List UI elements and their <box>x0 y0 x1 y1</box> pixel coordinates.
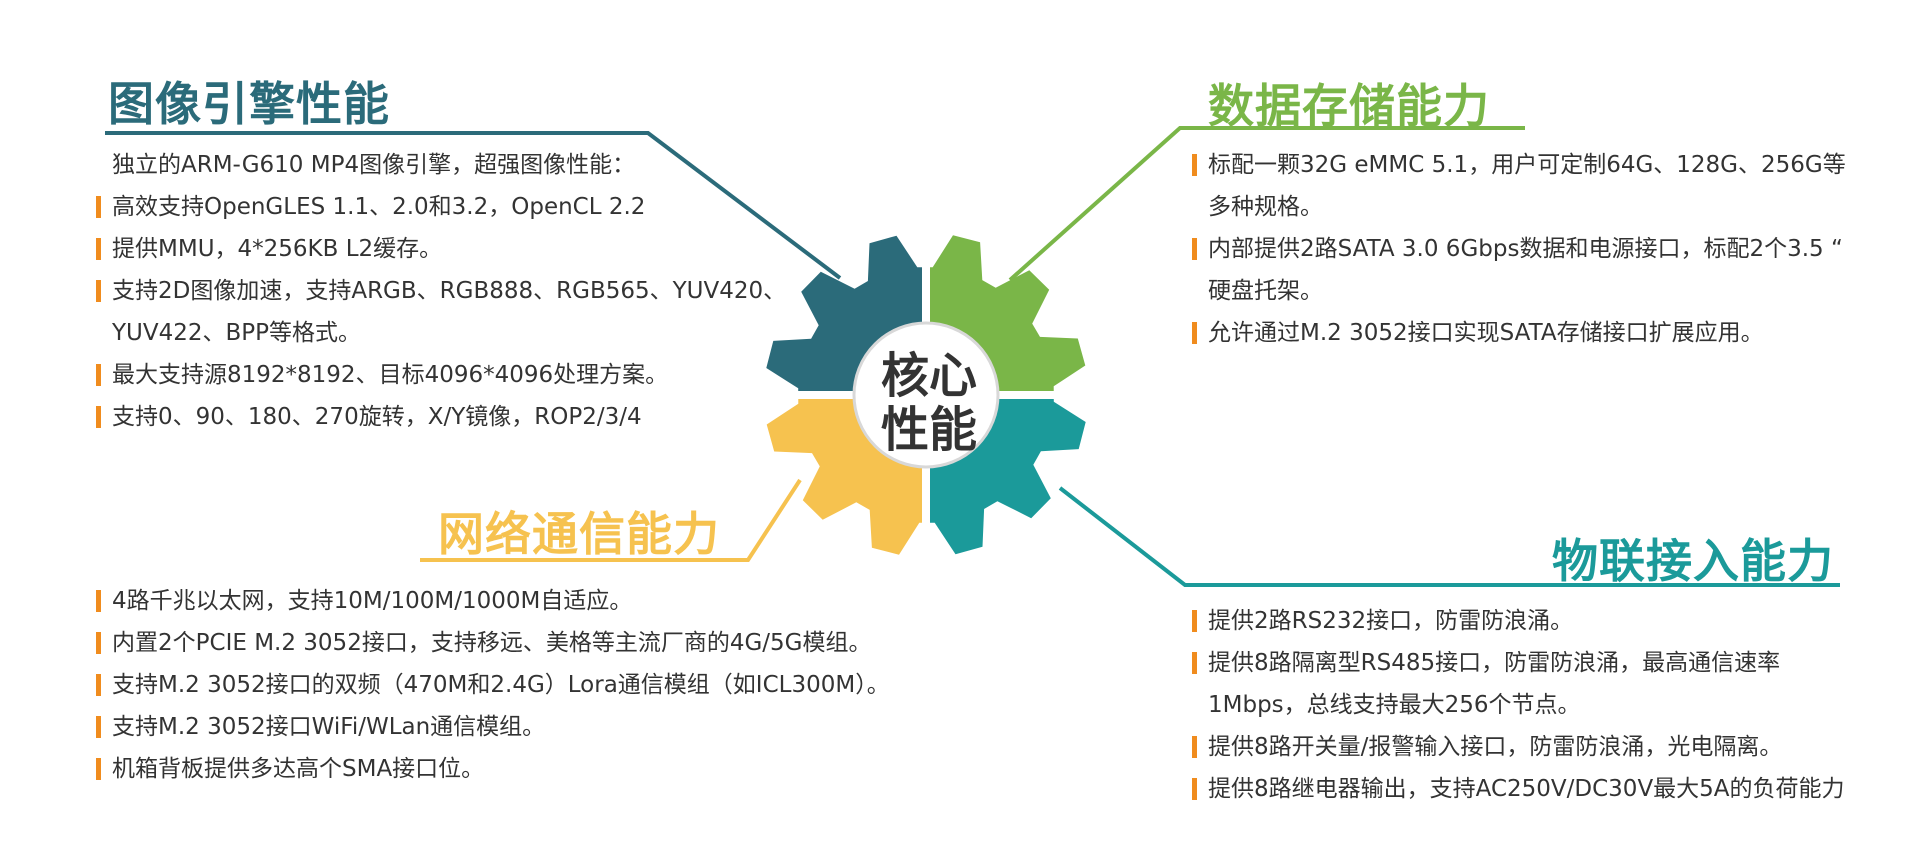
connector-network <box>420 478 802 562</box>
network-list: 4路千兆以太网，支持10M/100M/1000M自适应。 内置2个PCIE M.… <box>96 580 890 790</box>
storage-list: 标配一颗32G eMMC 5.1，用户可定制64G、128G、256G等 多种规… <box>1192 144 1846 354</box>
list-item: YUV422、BPP等格式。 <box>112 320 362 346</box>
list-item: 提供8路继电器输出，支持AC250V/DC30V最大5A的负荷能力 <box>1192 768 1845 810</box>
center-circle <box>852 321 1000 469</box>
connector-image-engine <box>105 131 842 280</box>
image-engine-list: 高效支持OpenGLES 1.1、2.0和3.2，OpenCL 2.2 提供MM… <box>96 186 786 438</box>
list-item: 高效支持OpenGLES 1.1、2.0和3.2，OpenCL 2.2 <box>96 186 786 228</box>
list-item: 提供8路开关量/报警输入接口，防雷防浪涌，光电隔离。 <box>1192 726 1845 768</box>
list-item: 4路千兆以太网，支持10M/100M/1000M自适应。 <box>96 580 890 622</box>
list-item: 支持M.2 3052接口的双频（470M和2.4G）Lora通信模组（如ICL3… <box>96 664 890 706</box>
list-item: 机箱背板提供多达高个SMA接口位。 <box>96 748 890 790</box>
section-title-storage: 数据存储能力 <box>1208 79 1490 133</box>
image-engine-intro: 独立的ARM-G610 MP4图像引擎，超强图像性能： <box>112 152 636 178</box>
connector-iot <box>1058 486 1840 587</box>
list-item: 最大支持源8192*8192、目标4096*4096处理方案。 <box>96 354 786 396</box>
iot-list: 提供2路RS232接口，防雷防浪涌。 提供8路隔离型RS485接口，防雷防浪涌，… <box>1192 600 1845 810</box>
list-item: 硬盘托架。 <box>1208 278 1323 304</box>
list-item: 1Mbps，总线支持最大256个节点。 <box>1208 692 1581 718</box>
list-item: 支持2D图像加速，支持ARGB、RGB888、RGB565、YUV420、 <box>96 270 786 312</box>
list-item: 提供8路隔离型RS485接口，防雷防浪涌，最高通信速率 <box>1192 642 1845 684</box>
list-item: 内部提供2路SATA 3.0 6Gbps数据和电源接口，标配2个3.5 “ <box>1192 228 1846 270</box>
center-label-line2: 性能 <box>881 402 977 458</box>
center-label-line1: 核心 <box>881 348 977 404</box>
list-item: 提供2路RS232接口，防雷防浪涌。 <box>1192 600 1845 642</box>
list-item: 支持0、90、180、270旋转，X/Y镜像，ROP2/3/4 <box>96 396 786 438</box>
list-item: 允许通过M.2 3052接口实现SATA存储接口扩展应用。 <box>1192 312 1846 354</box>
section-title-image-engine: 图像引擎性能 <box>108 77 390 131</box>
connector-storage <box>1008 126 1525 282</box>
list-item: 支持M.2 3052接口WiFi/WLan通信模组。 <box>96 706 890 748</box>
list-item: 内置2个PCIE M.2 3052接口，支持移远、美格等主流厂商的4G/5G模组… <box>96 622 890 664</box>
list-item: 提供MMU，4*256KB L2缓存。 <box>96 228 786 270</box>
list-item: 多种规格。 <box>1208 194 1323 220</box>
section-title-iot: 物联接入能力 <box>1552 534 1834 588</box>
list-item: 标配一颗32G eMMC 5.1，用户可定制64G、128G、256G等 <box>1192 144 1846 186</box>
section-title-network: 网络通信能力 <box>438 507 720 561</box>
